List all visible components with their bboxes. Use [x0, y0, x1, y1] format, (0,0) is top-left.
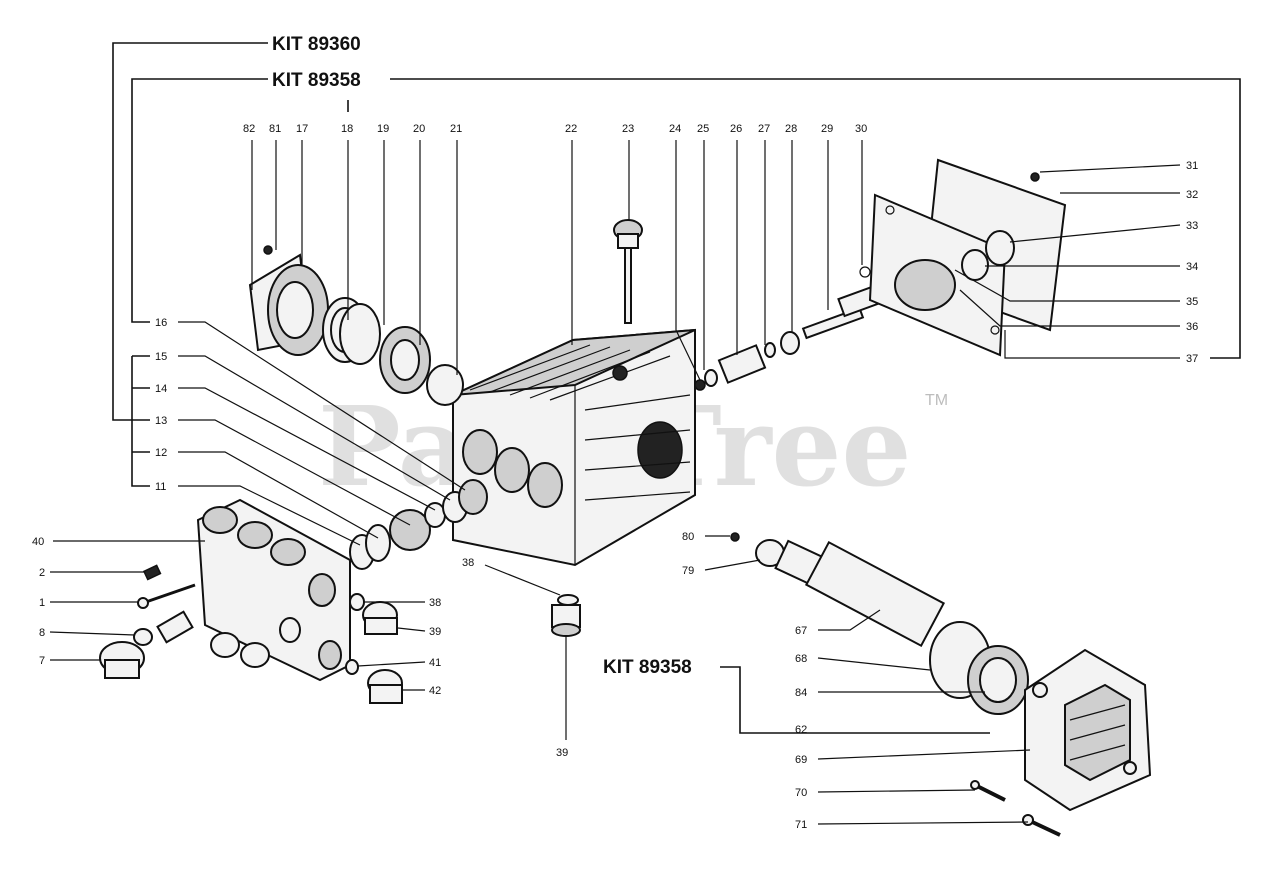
drive-shaft — [730, 532, 1029, 715]
callout-84: 84 — [795, 687, 807, 699]
callout-13: 13 — [155, 415, 167, 427]
callout-42: 42 — [429, 685, 441, 697]
callout-25: 25 — [697, 123, 709, 135]
callout-14: 14 — [155, 383, 167, 395]
callout-32: 32 — [1186, 189, 1198, 201]
callout-69: 69 — [795, 754, 807, 766]
callout-labels: 82 81 17 18 19 20 21 22 23 24 25 26 27 2… — [32, 123, 1198, 831]
callout-37: 37 — [1186, 353, 1198, 365]
bearing-rings — [322, 297, 464, 406]
callout-16: 16 — [155, 317, 167, 329]
callout-24: 24 — [669, 123, 681, 135]
callout-70: 70 — [795, 787, 807, 799]
watermark-trademark: TM — [925, 392, 948, 409]
manifold-fasteners — [99, 564, 196, 679]
callout-62: 62 — [795, 724, 807, 736]
flange-bolts — [970, 780, 1061, 837]
front-bearing-cover — [248, 245, 329, 356]
manifold-plugs — [345, 593, 403, 704]
callout-27: 27 — [758, 123, 770, 135]
callout-30: 30 — [855, 123, 867, 135]
callout-21: 21 — [450, 123, 462, 135]
callout-39-manifold: 39 — [429, 626, 441, 638]
rear-cover-plate — [859, 158, 1067, 357]
callout-39-drain: 39 — [556, 747, 568, 759]
callout-31: 31 — [1186, 160, 1198, 172]
callout-1: 1 — [39, 597, 45, 609]
callout-33: 33 — [1186, 220, 1198, 232]
callout-41: 41 — [429, 657, 441, 669]
callout-26: 26 — [730, 123, 742, 135]
callout-17: 17 — [296, 123, 308, 135]
callout-38-manifold: 38 — [429, 597, 441, 609]
callout-23: 23 — [622, 123, 634, 135]
callout-34: 34 — [1186, 261, 1198, 273]
kit-label-89360: KIT 89360 — [272, 34, 361, 55]
callout-79: 79 — [682, 565, 694, 577]
callout-80: 80 — [682, 531, 694, 543]
callout-82: 82 — [243, 123, 255, 135]
callout-20: 20 — [413, 123, 425, 135]
callout-81: 81 — [269, 123, 281, 135]
callout-36: 36 — [1186, 321, 1198, 333]
callout-12: 12 — [155, 447, 167, 459]
callout-7: 7 — [39, 655, 45, 667]
callout-2: 2 — [39, 567, 45, 579]
plunger-assembly — [694, 280, 893, 391]
manifold-head — [196, 498, 351, 682]
callout-22: 22 — [565, 123, 577, 135]
crankcase-part — [452, 328, 696, 567]
callout-29: 29 — [821, 123, 833, 135]
callout-38-drain: 38 — [462, 557, 474, 569]
oil-dipstick — [613, 219, 643, 324]
leader-lines — [49, 140, 1181, 825]
callout-67: 67 — [795, 625, 807, 637]
callout-8: 8 — [39, 627, 45, 639]
callout-15: 15 — [155, 351, 167, 363]
callout-71: 71 — [795, 819, 807, 831]
callout-40: 40 — [32, 536, 44, 548]
callout-18: 18 — [341, 123, 353, 135]
kit-label-89358-bottom: KIT 89358 — [603, 657, 692, 678]
kit-label-89358-top: KIT 89358 — [272, 70, 361, 91]
drain-plug — [551, 594, 581, 637]
callout-35: 35 — [1186, 296, 1198, 308]
kit-brackets — [112, 42, 1241, 734]
callout-28: 28 — [785, 123, 797, 135]
callout-68: 68 — [795, 653, 807, 665]
mounting-flange — [1024, 648, 1152, 812]
callout-19: 19 — [377, 123, 389, 135]
callout-11: 11 — [155, 481, 166, 493]
